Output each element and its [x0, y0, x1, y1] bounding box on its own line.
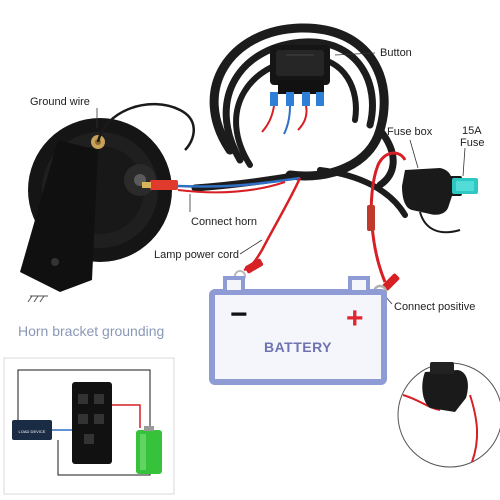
- label-fuse: Fuse: [460, 137, 484, 149]
- horn: [20, 118, 172, 292]
- label-horn-bracket-grounding: Horn bracket grounding: [18, 323, 164, 339]
- load-device-label: LOAD DEVICE: [19, 429, 46, 434]
- battery-label: BATTERY: [264, 339, 332, 355]
- button-leader-line: [334, 52, 376, 56]
- blue-wire: [177, 176, 301, 188]
- label-fuse-box: Fuse box: [387, 126, 433, 138]
- horn-connector: [142, 180, 178, 190]
- label-ground-wire: Ground wire: [30, 96, 90, 108]
- fuse-box-leader-line: [409, 139, 419, 169]
- ground-wire: [96, 102, 195, 151]
- inset-schematic: LOAD DEVICE: [3, 357, 175, 495]
- battery: [209, 276, 387, 385]
- fuse-15a: [452, 178, 478, 194]
- ground-symbol-icon: [27, 295, 48, 303]
- battery-minus-sign: −: [230, 298, 248, 331]
- inline-sleeve: [367, 205, 375, 231]
- fuse-box-cap-strap: [419, 211, 461, 234]
- label-connect-positive: Connect positive: [394, 301, 475, 313]
- label-lamp-power-cord: Lamp power cord: [154, 249, 239, 261]
- fuse-leader-line: [462, 147, 466, 177]
- label-connect-horn: Connect horn: [191, 216, 257, 228]
- rocker-switch: [261, 45, 330, 135]
- red-wire-horn: [177, 181, 286, 194]
- battery-plus-sign: +: [346, 302, 364, 335]
- lamp-cord-leader-line: [239, 239, 263, 255]
- fuse-detail-zoom: [397, 362, 500, 468]
- label-fuse-rating: 15A: [462, 125, 482, 137]
- positive-wire: [369, 151, 407, 283]
- label-button: Button: [380, 47, 412, 59]
